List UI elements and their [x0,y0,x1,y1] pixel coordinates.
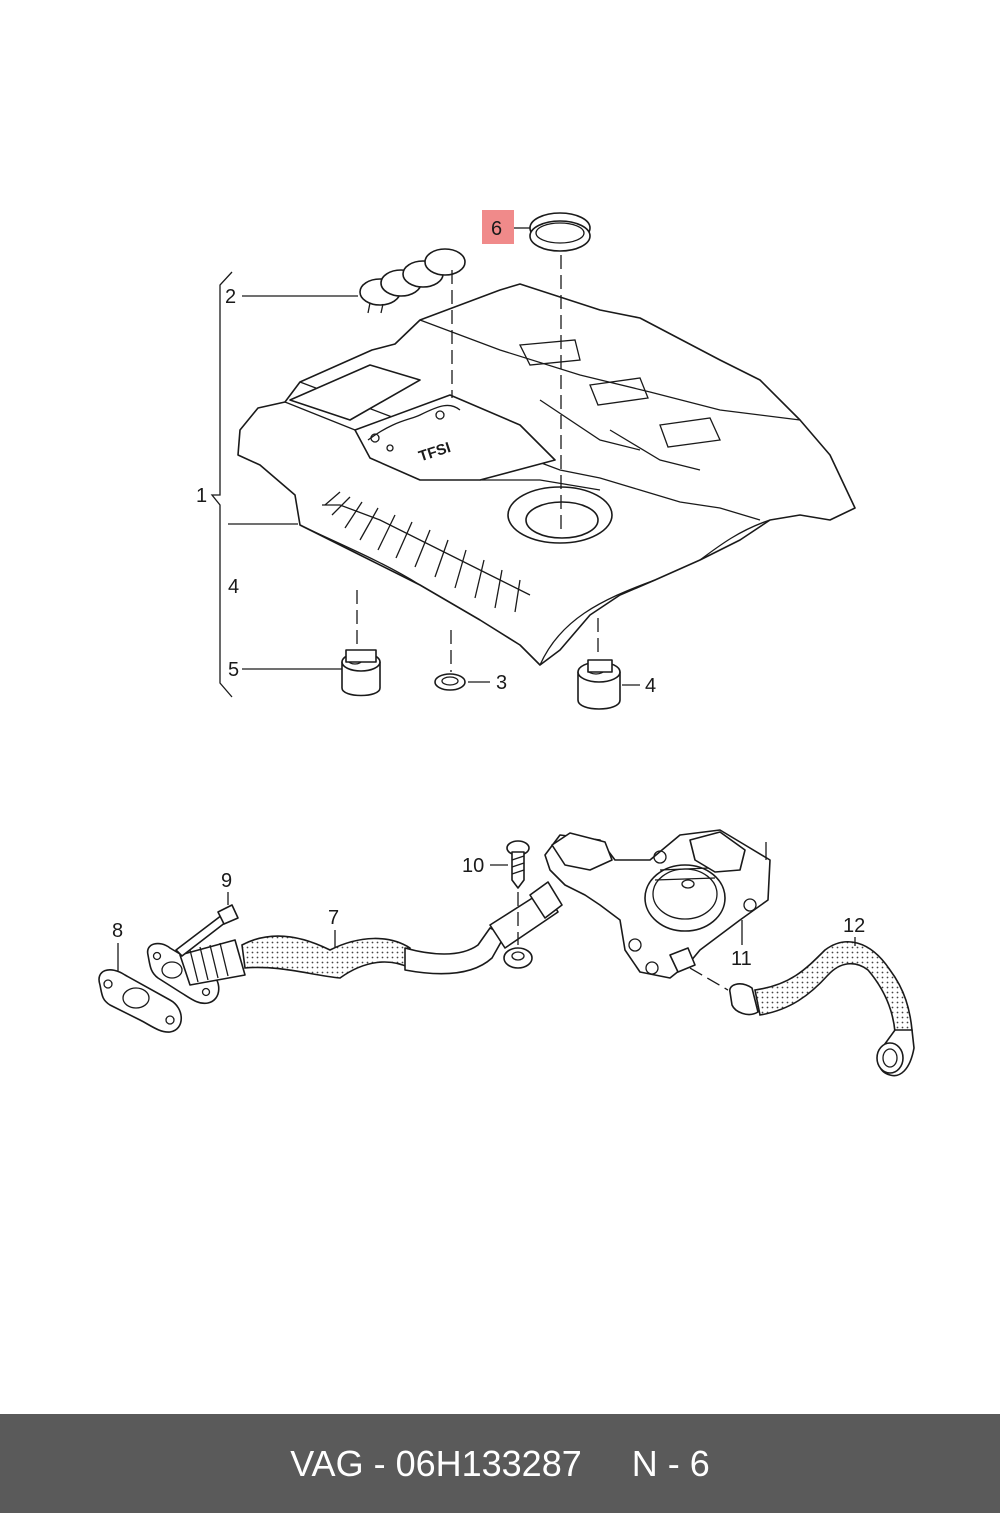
washer-3 [434,673,466,691]
filler-seal-ring [529,212,591,252]
callout-5: 5 [228,659,239,681]
flange-plate [146,942,220,1005]
oil-separator-11 [544,829,771,979]
callout-8: 8 [112,920,123,942]
callout-9: 9 [221,870,232,892]
callout-10: 10 [462,855,484,877]
hose-7-pipe [404,927,506,975]
exploded-parts-diagram: TFSI 6 [98,210,915,1077]
callout-1: 1 [196,485,207,507]
callout-6: 6 [491,218,502,240]
callout-11: 11 [731,948,752,970]
grommet-4 [577,659,621,710]
part-number-footer: VAG - 06H133287 N - 6 [0,1414,1000,1513]
bellows-connector [179,939,246,986]
rings-emblem [359,248,466,314]
callout-4b: 4 [645,675,656,697]
callout-3: 3 [496,672,507,694]
grommet-5 [341,649,381,697]
screw-10 [506,840,530,889]
callout-2: 2 [225,286,236,308]
callout-12: 12 [843,915,865,937]
gasket-8 [98,969,183,1033]
callout-4a: 4 [228,576,239,598]
callout-6-highlight [482,210,514,244]
hose-7 [241,935,411,979]
assembly-line-11 [689,967,729,991]
part-number-label: VAG - 06H133287 N - 6 [290,1442,710,1484]
engine-cover: TFSI [237,283,856,666]
group-bracket [210,271,233,698]
hose-12 [729,941,915,1077]
callout-7: 7 [328,907,339,929]
t-fitting [489,881,563,969]
bolt-9 [175,904,239,957]
